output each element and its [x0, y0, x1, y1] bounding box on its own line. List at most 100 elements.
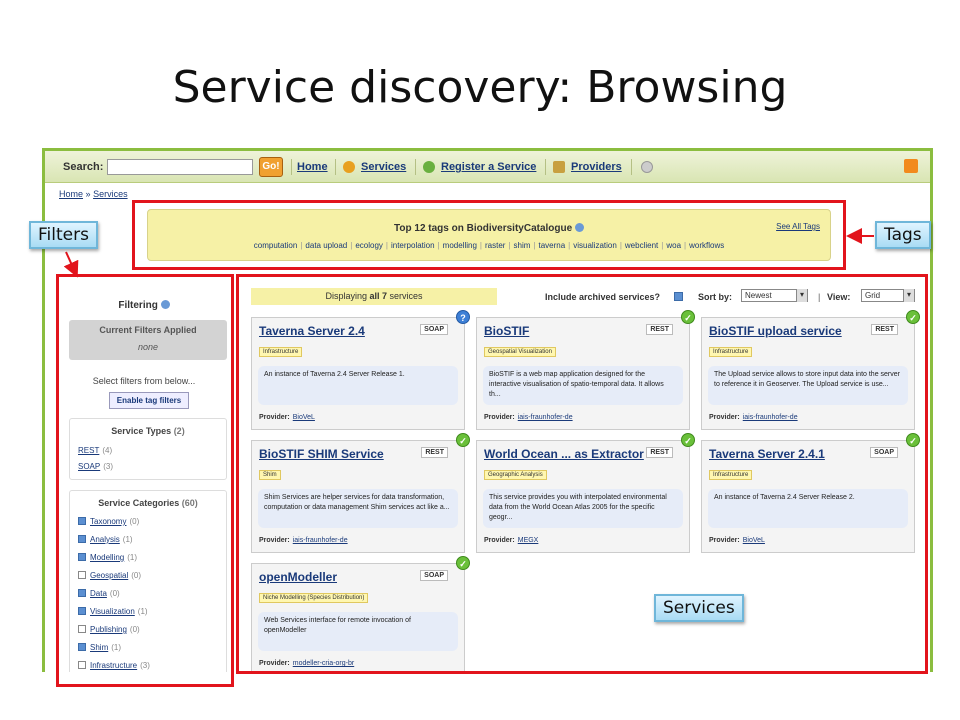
nav-register-link[interactable]: Register a Service — [441, 161, 537, 173]
status-ok-icon: ✓ — [456, 433, 470, 447]
service-description: BioSTIF is a web map application designe… — [483, 366, 683, 405]
category-item-analysis[interactable]: Analysis(1) — [78, 535, 133, 544]
service-title-link[interactable]: Taverna Server 2.4.1 — [709, 447, 825, 461]
provider-link[interactable]: MEGX — [517, 537, 539, 544]
tag-link[interactable]: ecology — [355, 241, 383, 250]
service-title-link[interactable]: BioSTIF upload service — [709, 324, 842, 338]
service-description: An instance of Taverna 2.4 Server Releas… — [258, 366, 458, 405]
checkbox[interactable] — [78, 553, 86, 561]
service-title-link[interactable]: World Ocean ... as Extractor — [484, 447, 644, 461]
breadcrumb-services[interactable]: Services — [93, 189, 128, 199]
nav-services-link[interactable]: Services — [361, 161, 407, 173]
category-item-taxonomy[interactable]: Taxonomy(0) — [78, 517, 139, 526]
provider-label: Provider: — [259, 660, 290, 667]
tag-link[interactable]: visualization — [573, 241, 617, 250]
category-label[interactable]: Geospatial — [90, 571, 129, 580]
category-item-shim[interactable]: Shim(1) — [78, 643, 121, 652]
current-filters-box: Current Filters Applied none — [69, 320, 227, 360]
checkbox[interactable] — [78, 607, 86, 615]
service-card[interactable]: BioSTIF SHIM Service REST Shim Shim Serv… — [251, 433, 470, 553]
view-select[interactable]: Grid — [861, 289, 915, 302]
service-category-tag[interactable]: Niche Modelling (Species Distribution) — [259, 593, 369, 603]
checkbox[interactable] — [78, 589, 86, 597]
service-category-tag[interactable]: Geospatial Visualization — [484, 347, 556, 357]
service-card[interactable]: Taverna Server 2.4 SOAP Infrastructure A… — [251, 310, 470, 430]
service-title-link[interactable]: Taverna Server 2.4 — [259, 324, 365, 338]
category-label[interactable]: Modelling — [90, 553, 125, 562]
tags-title: Top 12 tags on BiodiversityCatalogue — [148, 223, 830, 234]
category-label[interactable]: Infrastructure — [90, 661, 138, 670]
help-icon[interactable] — [574, 223, 584, 232]
filter-item-label[interactable]: SOAP — [78, 462, 101, 471]
provider-link[interactable]: BioVeL — [742, 537, 765, 544]
tag-link[interactable]: modelling — [442, 241, 477, 250]
filter-item-soap[interactable]: SOAP(3) — [78, 462, 113, 471]
nav-separator — [415, 159, 416, 175]
filters-callout: Filters — [29, 221, 98, 249]
tag-link[interactable]: webclient — [624, 241, 659, 250]
filters-panel: Filtering Current Filters Applied none S… — [63, 278, 227, 672]
service-card[interactable]: World Ocean ... as Extractor REST Geogra… — [476, 433, 695, 553]
tag-link[interactable]: woa — [666, 241, 682, 250]
checkbox[interactable] — [78, 517, 86, 525]
search-input[interactable] — [107, 159, 253, 175]
tag-link[interactable]: interpolation — [390, 241, 435, 250]
checkbox[interactable] — [78, 625, 86, 633]
category-item-infrastructure[interactable]: Infrastructure(3) — [78, 661, 150, 670]
category-item-data[interactable]: Data(0) — [78, 589, 120, 598]
provider-link[interactable]: BioVeL — [292, 414, 315, 421]
category-label[interactable]: Analysis — [90, 535, 120, 544]
tag-link[interactable]: shim — [513, 241, 531, 250]
go-button[interactable]: Go! — [259, 157, 283, 177]
tag-link[interactable]: workflows — [689, 241, 725, 250]
provider-link[interactable]: modeller-cria-org-br — [292, 660, 355, 667]
tag-link[interactable]: computation — [253, 241, 298, 250]
service-card[interactable]: BioSTIF upload service REST Infrastructu… — [701, 310, 920, 430]
sort-by-select[interactable]: Newest — [741, 289, 808, 302]
service-card[interactable]: openModeller SOAP Niche Modelling (Speci… — [251, 556, 470, 672]
chevron-down-icon[interactable] — [641, 161, 653, 173]
category-label[interactable]: Visualization — [90, 607, 135, 616]
plus-icon — [423, 161, 435, 173]
category-label[interactable]: Shim — [90, 643, 109, 652]
service-category-tag[interactable]: Infrastructure — [709, 470, 753, 480]
filter-item-rest[interactable]: REST(4) — [78, 446, 112, 455]
service-category-tag[interactable]: Shim — [259, 470, 281, 480]
checkbox[interactable] — [78, 535, 86, 543]
category-label[interactable]: Publishing — [90, 625, 127, 634]
checkbox[interactable] — [78, 643, 86, 651]
service-title-link[interactable]: BioSTIF SHIM Service — [259, 447, 384, 461]
checkbox[interactable] — [78, 661, 86, 669]
see-all-tags-link[interactable]: See All Tags — [776, 222, 820, 231]
nav-home-link[interactable]: Home — [297, 161, 328, 173]
help-icon[interactable] — [160, 300, 170, 309]
provider-link[interactable]: iais-fraunhofer-de — [292, 537, 348, 544]
service-card[interactable]: Taverna Server 2.4.1 SOAP Infrastructure… — [701, 433, 920, 553]
service-category-tag[interactable]: Infrastructure — [709, 347, 753, 357]
category-label[interactable]: Data — [90, 589, 107, 598]
service-category-tag[interactable]: Geographic Analysis — [484, 470, 547, 480]
checkbox[interactable] — [78, 571, 86, 579]
provider-link[interactable]: iais-fraunhofer-de — [517, 414, 573, 421]
category-item-publishing[interactable]: Publishing(0) — [78, 625, 140, 634]
filter-item-label[interactable]: REST — [78, 446, 100, 455]
provider-label: Provider: — [484, 414, 515, 421]
service-title-link[interactable]: BioSTIF — [484, 324, 530, 338]
nav-providers-link[interactable]: Providers — [571, 161, 622, 173]
tag-link[interactable]: data upload — [305, 241, 348, 250]
enable-tag-filters-button[interactable]: Enable tag filters — [109, 392, 189, 409]
category-label[interactable]: Taxonomy — [90, 517, 127, 526]
rss-icon[interactable] — [904, 159, 918, 173]
breadcrumb-separator: » — [85, 189, 91, 199]
category-item-visualization[interactable]: Visualization(1) — [78, 607, 148, 616]
include-archived-checkbox[interactable] — [674, 292, 683, 301]
tag-link[interactable]: taverna — [538, 241, 566, 250]
service-category-tag[interactable]: Infrastructure — [259, 347, 303, 357]
category-item-geospatial[interactable]: Geospatial(0) — [78, 571, 141, 580]
service-title-link[interactable]: openModeller — [259, 570, 338, 584]
service-card[interactable]: BioSTIF REST Geospatial Visualization Bi… — [476, 310, 695, 430]
breadcrumb-home[interactable]: Home — [59, 189, 84, 199]
category-item-modelling[interactable]: Modelling(1) — [78, 553, 137, 562]
tag-link[interactable]: raster — [484, 241, 506, 250]
provider-link[interactable]: iais-fraunhofer-de — [742, 414, 798, 421]
